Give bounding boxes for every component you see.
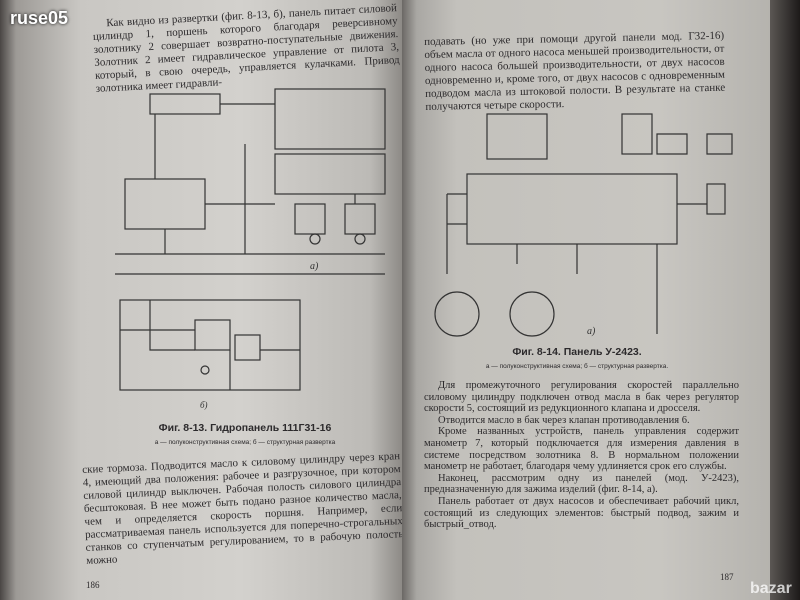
book-cover-edge	[770, 0, 800, 600]
hydraulic-diagram-b: б)	[119, 299, 301, 410]
paragraph: Кроме названных устройств, панель управл…	[424, 426, 739, 473]
right-body-text: Для промежуточного регулирования скорост…	[424, 380, 739, 531]
left-top-paragraph: Как видно из развертки (фиг. 8-13, б), п…	[92, 2, 401, 96]
diagram-a-label: а)	[587, 326, 596, 337]
left-bottom-paragraph: ские тормоза. Подводится масло к силовом…	[82, 450, 404, 568]
hydraulic-diagram-a: а)	[115, 88, 386, 275]
paragraph: Панель работает от двух насосов и обеспе…	[424, 495, 739, 531]
page-number: 186	[86, 580, 100, 590]
paragraph: Наконец, рассмотрим одну из панелей (мод…	[424, 472, 739, 496]
right-top-paragraph: подавать (но уже при помощи другой панел…	[424, 30, 726, 114]
watermark-top-left: ruse05	[10, 8, 69, 28]
watermark-bottom-right: bazar	[750, 580, 792, 597]
hydraulic-diagram-8-14: а)	[434, 113, 733, 337]
diagram-a-label: а)	[310, 261, 319, 272]
left-page: Как видно из развертки (фиг. 8-13, б), п…	[0, 0, 404, 600]
figure-title: Фиг. 8-14. Панель У-2423.	[512, 346, 642, 358]
diagram-b-label: б)	[200, 400, 208, 410]
right-page: подавать (но уже при помощи другой панел…	[402, 0, 770, 600]
figure-caption-8-13: Фиг. 8-13. Гидропанель 111Г31-16 а — пол…	[100, 422, 390, 446]
paragraph: Для промежуточного регулирования скорост…	[424, 380, 739, 415]
page-number: 187	[720, 572, 734, 582]
paragraph: подавать (но уже при помощи другой панел…	[424, 29, 726, 113]
figure-title: Фиг. 8-13. Гидропанель 111Г31-16	[158, 422, 332, 434]
paragraph: Как видно из развертки (фиг. 8-13, б), п…	[92, 2, 400, 95]
paragraph: ские тормоза. Подводится масло к силовом…	[82, 450, 404, 567]
figure-subtitle: а — полуконструктивная схема; б — структ…	[485, 363, 669, 370]
figure-caption-8-14: Фиг. 8-14. Панель У-2423. а — полуконстр…	[412, 346, 742, 370]
paragraph: Отводится масло в бак через клапан проти…	[438, 414, 690, 426]
figure-subtitle: а — полуконструктивная схема; б — структ…	[154, 439, 336, 446]
